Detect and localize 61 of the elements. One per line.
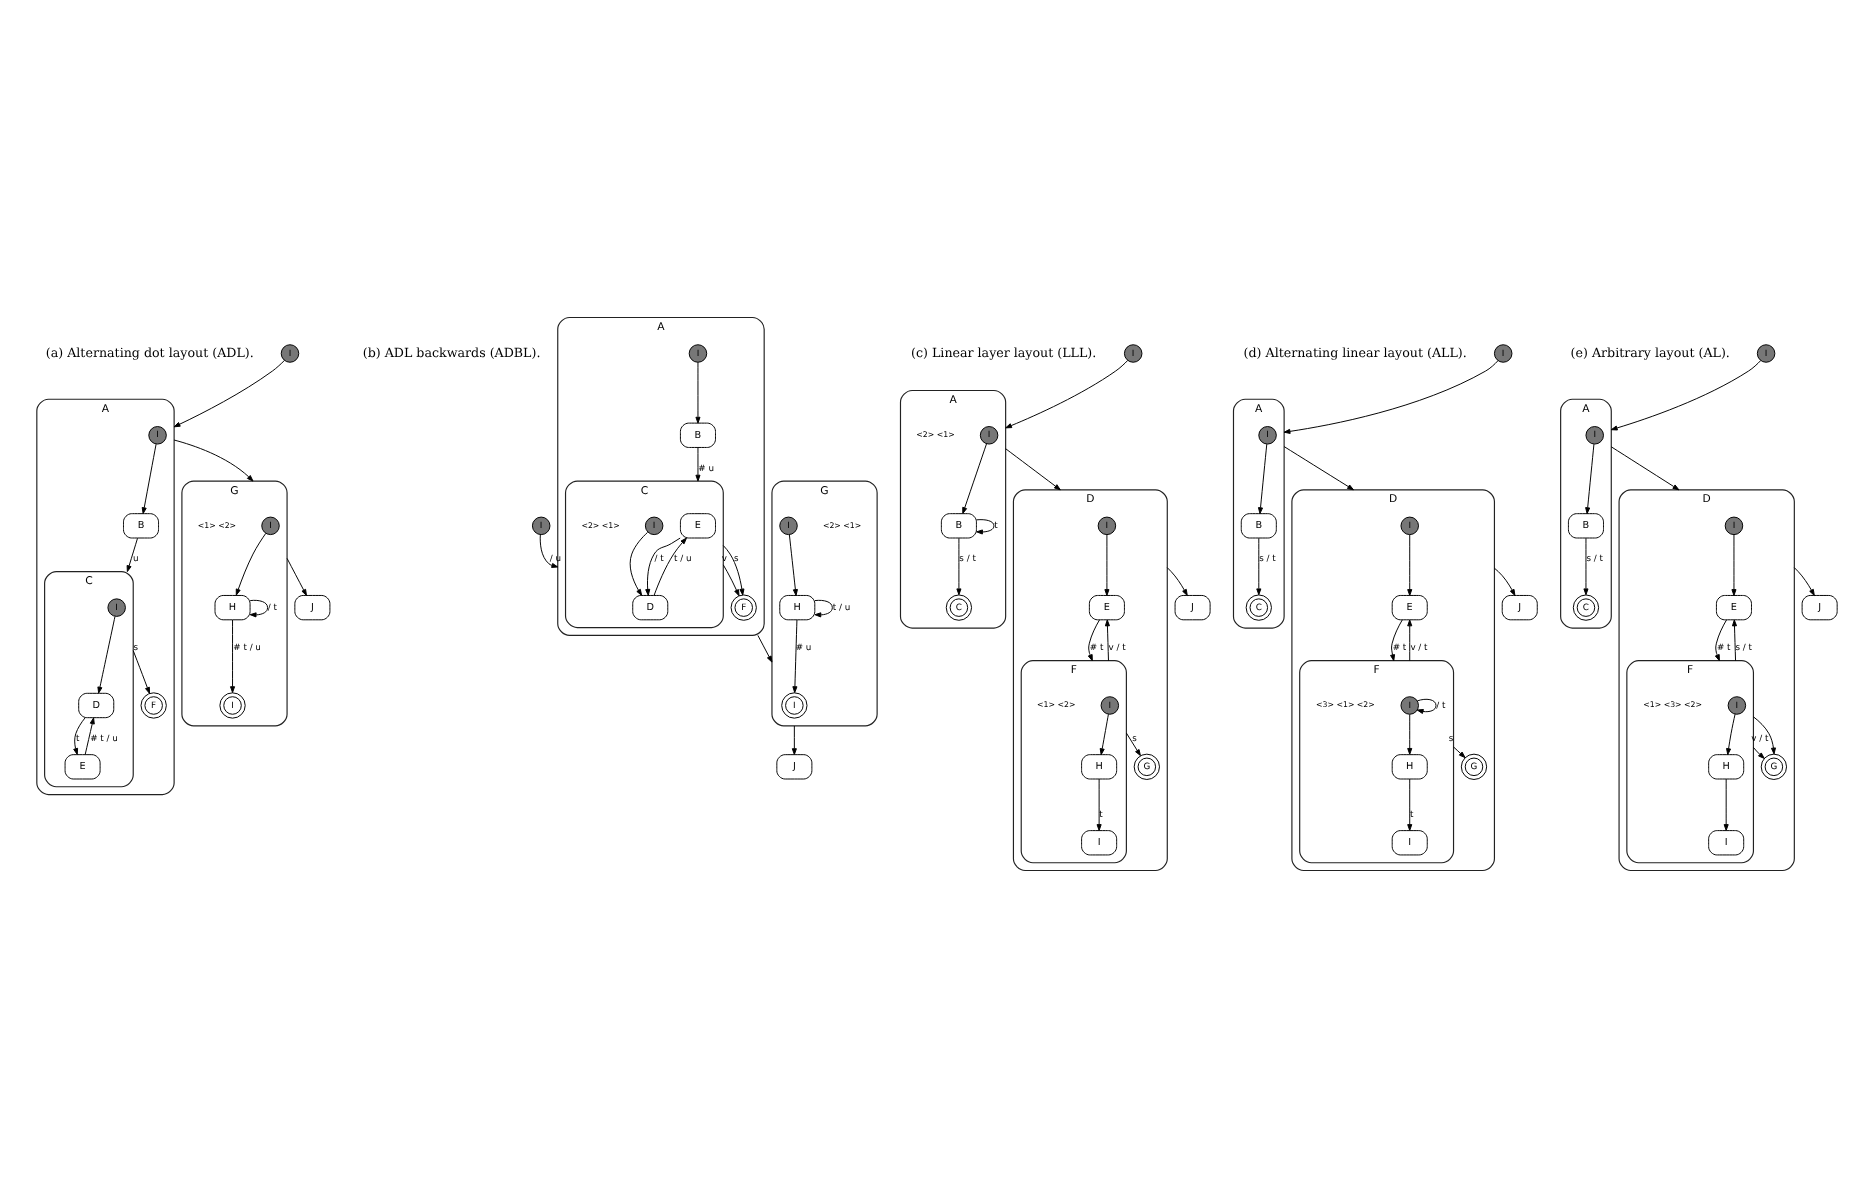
- arrow: [1723, 777, 1729, 830]
- arrow: [249, 598, 269, 617]
- arrow: [1407, 533, 1413, 595]
- arrow: [1166, 566, 1188, 595]
- arrow: [645, 536, 681, 595]
- arrow: [1731, 533, 1737, 595]
- arrow: [788, 533, 798, 595]
- arrow: [230, 618, 236, 693]
- arrow: [1283, 445, 1354, 490]
- arrow: [1752, 715, 1776, 754]
- arrow: [962, 442, 987, 513]
- arrow: [1416, 697, 1437, 713]
- arrow: [757, 633, 773, 662]
- arrow: [1125, 731, 1141, 756]
- arrow: [1453, 745, 1466, 758]
- arrow: [1005, 358, 1129, 428]
- arrow: [956, 536, 962, 595]
- arrow: [173, 358, 285, 427]
- arrow: [1099, 712, 1109, 755]
- arrow: [73, 716, 86, 754]
- arrow: [1283, 359, 1499, 433]
- arrow: [173, 438, 254, 481]
- arrow: [1752, 745, 1765, 758]
- arrow: [1714, 618, 1727, 661]
- arrow: [1407, 618, 1413, 661]
- arrow: [126, 536, 138, 572]
- arrow: [132, 649, 150, 693]
- arrow: [1096, 777, 1102, 830]
- arrow: [1726, 712, 1736, 754]
- arrow: [235, 531, 267, 595]
- arrow: [1257, 442, 1268, 514]
- arrow: [1256, 536, 1262, 595]
- arrow: [695, 360, 701, 423]
- arrow: [1585, 442, 1595, 514]
- arrow: [1793, 566, 1815, 595]
- arrow: [791, 724, 797, 755]
- arrow: [1407, 777, 1413, 830]
- arrow: [792, 618, 798, 693]
- arrow: [976, 518, 995, 534]
- arrow: [1583, 536, 1589, 595]
- arrow: [1104, 618, 1110, 661]
- arrow: [141, 442, 157, 514]
- arrow: [97, 614, 116, 693]
- arrow: [539, 533, 559, 567]
- arrow: [814, 598, 833, 617]
- arrow: [653, 536, 687, 595]
- arrow: [1610, 359, 1762, 430]
- arrow: [1104, 533, 1110, 595]
- arrow: [1390, 618, 1403, 661]
- arrow: [1087, 618, 1100, 661]
- arrow: [722, 544, 745, 595]
- arrow: [1493, 566, 1516, 595]
- arrow: [629, 530, 649, 595]
- arrow: [286, 556, 307, 595]
- arrow: [84, 716, 95, 754]
- arrow: [695, 446, 701, 481]
- arrow: [1005, 447, 1061, 490]
- arrow: [722, 563, 740, 596]
- arrow: [1610, 445, 1680, 490]
- arrow: [1407, 713, 1413, 754]
- arrow: [1731, 618, 1737, 661]
